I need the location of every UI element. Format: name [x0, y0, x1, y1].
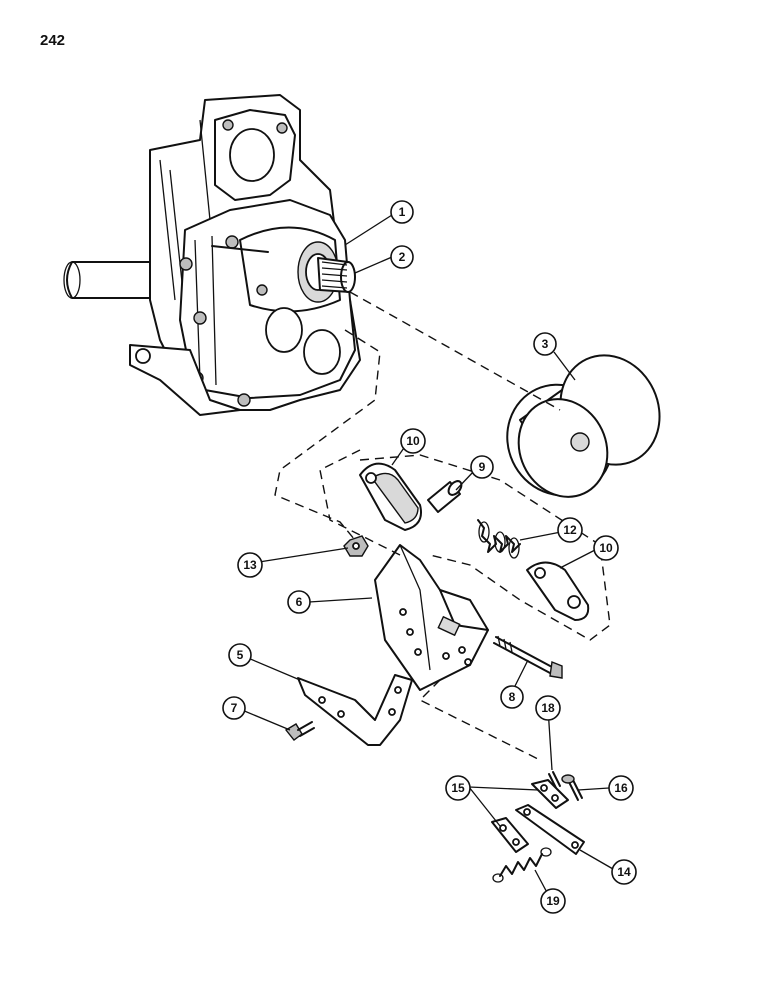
u-bracket: [374, 544, 489, 691]
nut: [343, 535, 369, 557]
callout-13: 13: [237, 552, 263, 578]
svg-text:7: 7: [231, 701, 238, 715]
callout-7: 7: [222, 696, 246, 720]
callout-6: 6: [287, 590, 311, 614]
svg-text:8: 8: [509, 690, 516, 704]
callout-9: 9: [470, 455, 494, 479]
link-lower: [491, 817, 529, 853]
page-number: 242: [40, 32, 66, 49]
svg-text:10: 10: [599, 541, 613, 555]
clevis-pin: [561, 774, 583, 801]
svg-text:3: 3: [542, 337, 549, 351]
svg-text:5: 5: [237, 648, 244, 662]
callout-2: 2: [390, 245, 414, 269]
brake-drum: [506, 354, 661, 498]
callout-leaders: [241, 214, 614, 901]
pin: [427, 480, 463, 513]
callout-15: 15: [445, 775, 471, 801]
callout-19: 19: [540, 888, 566, 914]
callout-14: 14: [611, 859, 637, 885]
svg-text:1: 1: [399, 205, 406, 219]
svg-text:2: 2: [399, 250, 406, 264]
svg-text:16: 16: [614, 781, 628, 795]
svg-text:14: 14: [617, 865, 631, 879]
callout-16: 16: [608, 775, 634, 801]
svg-text:12: 12: [563, 523, 577, 537]
callout-1: 1: [390, 200, 414, 224]
l-bracket: [297, 674, 413, 746]
callout-8: 8: [500, 685, 524, 709]
svg-text:9: 9: [479, 460, 486, 474]
callout-5: 5: [228, 643, 252, 667]
svg-text:6: 6: [296, 595, 303, 609]
callout-18: 18: [535, 695, 561, 721]
callout-10-lower: 10: [593, 535, 619, 561]
long-bolt: [493, 635, 563, 679]
link-upper: [531, 779, 569, 809]
callout-3: 3: [533, 332, 557, 356]
svg-text:19: 19: [546, 894, 560, 908]
engine-housing-assembly: [63, 94, 361, 416]
assembly-lines: [274, 291, 611, 761]
svg-text:15: 15: [451, 781, 465, 795]
svg-text:13: 13: [243, 558, 257, 572]
small-bolt: [284, 721, 315, 741]
svg-text:10: 10: [406, 434, 420, 448]
svg-text:18: 18: [541, 701, 555, 715]
brake-shoe-left: [359, 462, 422, 531]
spring: [477, 519, 521, 559]
callout-10-upper: 10: [400, 428, 426, 454]
extension-spring: [492, 847, 552, 883]
link-long: [515, 804, 585, 855]
brake-shoe-right: [526, 561, 590, 621]
callout-12: 12: [557, 517, 583, 543]
